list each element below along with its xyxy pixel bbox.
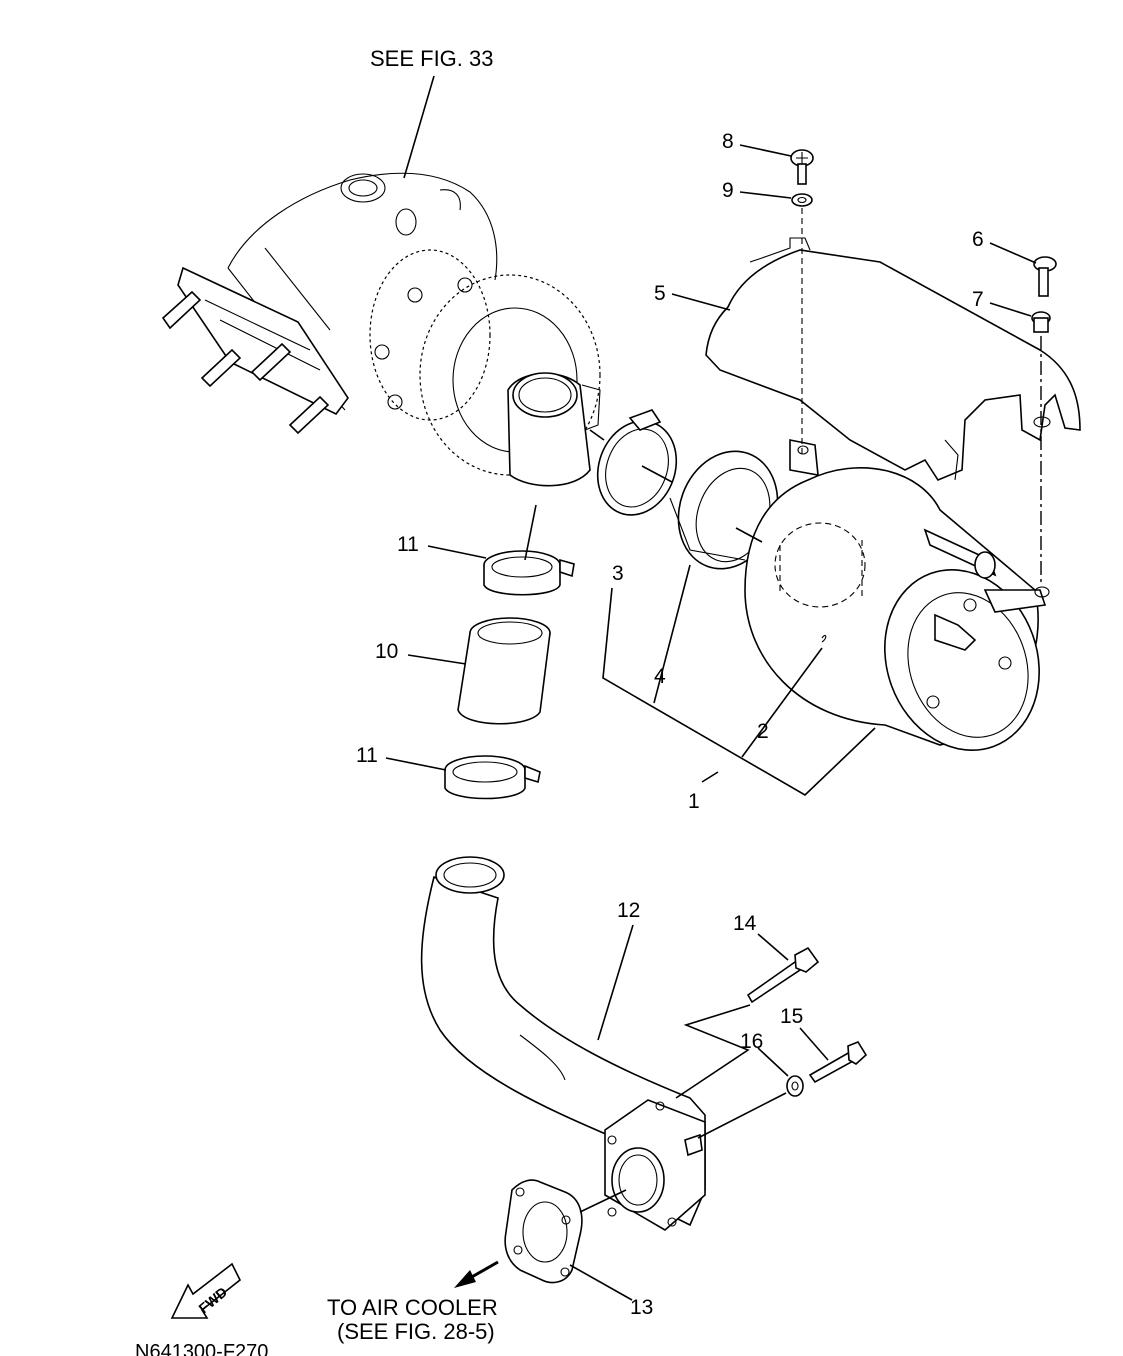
callout-5: 5 bbox=[654, 282, 666, 305]
see-fig-28-5-label: (SEE FIG. 28-5) bbox=[337, 1319, 495, 1344]
washer-16 bbox=[786, 1075, 804, 1097]
bolt-14 bbox=[746, 946, 820, 1004]
intake-pipe bbox=[420, 856, 706, 1231]
callout-1: 1 bbox=[688, 790, 700, 813]
callout-6: 6 bbox=[972, 228, 984, 251]
callout-12: 12 bbox=[617, 899, 640, 922]
callout-9: 9 bbox=[722, 179, 734, 202]
callout-8: 8 bbox=[722, 130, 734, 153]
callout-15: 15 bbox=[780, 1005, 803, 1028]
figure-code: N641300-F270 bbox=[135, 1341, 268, 1356]
hose-clamp bbox=[596, 409, 678, 516]
clamp-11-upper bbox=[483, 550, 575, 596]
forward-direction-arrow: FWD bbox=[170, 1262, 242, 1319]
callout-3: 3 bbox=[612, 562, 624, 585]
callout-7: 7 bbox=[972, 288, 984, 311]
bolt-15 bbox=[808, 1041, 868, 1084]
callout-13: 13 bbox=[630, 1296, 653, 1319]
silencer-cover bbox=[705, 237, 1081, 481]
washer-9 bbox=[791, 193, 813, 207]
intake-silencer bbox=[744, 439, 1050, 751]
hose-10 bbox=[457, 617, 551, 725]
screw-6 bbox=[1033, 256, 1057, 297]
gasket bbox=[504, 1179, 583, 1284]
callout-11-upper: 11 bbox=[397, 533, 419, 556]
callout-labels: 1 2 3 4 5 6 7 8 9 10 11 11 12 13 14 15 1… bbox=[356, 130, 984, 1319]
callout-14: 14 bbox=[733, 912, 757, 935]
collar-7 bbox=[1031, 311, 1051, 333]
flow-arrow bbox=[454, 1260, 499, 1288]
callout-4: 4 bbox=[654, 665, 666, 688]
turbocharger-assembly bbox=[161, 172, 601, 487]
callout-10: 10 bbox=[375, 640, 398, 663]
to-air-cooler-label: TO AIR COOLER bbox=[327, 1295, 498, 1320]
flange-stud bbox=[161, 290, 330, 435]
callout-2: 2 bbox=[757, 720, 769, 743]
callout-16: 16 bbox=[740, 1030, 763, 1053]
clamp-11-lower bbox=[444, 755, 541, 800]
see-fig-33-label: SEE FIG. 33 bbox=[370, 46, 494, 71]
bolt-8 bbox=[790, 149, 814, 185]
callout-11-lower: 11 bbox=[356, 744, 378, 767]
